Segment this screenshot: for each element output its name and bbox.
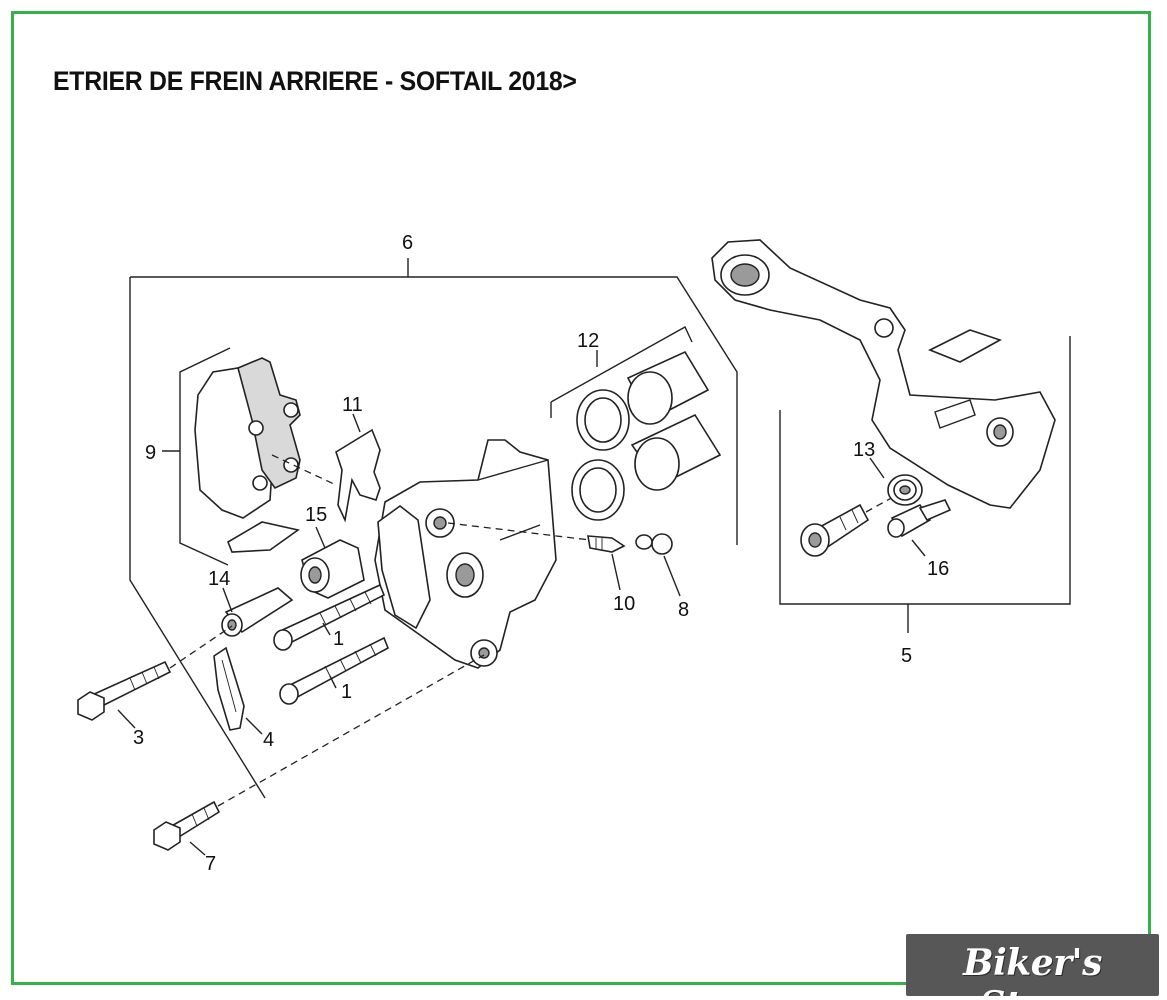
watermark-logo: Biker's Store xyxy=(906,934,1159,996)
callout-11: 11 xyxy=(342,394,363,416)
mounting-bolt-1b xyxy=(279,636,390,705)
bracket-group-5 xyxy=(779,336,1071,633)
callout-16: 16 xyxy=(927,558,949,580)
mounting-bolt-1a xyxy=(273,583,386,651)
bolt-3 xyxy=(77,660,172,721)
caution-label-4 xyxy=(213,646,245,731)
bolt-7 xyxy=(153,800,221,851)
bracket-group-12 xyxy=(550,326,693,418)
page-border xyxy=(11,11,1151,985)
bracket-group-6 xyxy=(129,258,738,799)
callout-9: 9 xyxy=(145,442,156,464)
caliper-body xyxy=(374,439,557,669)
callout-1a: 1 xyxy=(333,628,344,650)
callout-15: 15 xyxy=(305,504,327,526)
watermark-text: Biker's Store xyxy=(963,942,1102,996)
bracket-group-9 xyxy=(162,347,231,566)
callout-14: 14 xyxy=(208,568,230,590)
callout-5: 5 xyxy=(901,645,912,667)
page-title: ETRIER DE FREIN ARRIERE - SOFTAIL 2018> xyxy=(53,66,577,96)
callout-4: 4 xyxy=(263,729,274,751)
bleeder-valve-10 xyxy=(587,535,626,553)
pin-boot-13 xyxy=(887,474,923,506)
callout-6: 6 xyxy=(402,232,413,254)
callout-8: 8 xyxy=(678,599,689,621)
callout-12: 12 xyxy=(577,330,599,352)
leader-lines xyxy=(117,413,926,856)
bushing-15 xyxy=(300,539,365,599)
callout-3: 3 xyxy=(133,727,144,749)
bleeder-cap-8 xyxy=(635,533,673,555)
callout-7: 7 xyxy=(205,853,216,875)
guide-pin-16 xyxy=(887,499,952,538)
callout-13: 13 xyxy=(853,439,875,461)
piston-set-12 xyxy=(571,350,722,521)
callout-10: 10 xyxy=(613,593,635,615)
brake-pad-set xyxy=(194,357,301,553)
caliper-mount-bracket xyxy=(711,239,1056,509)
pad-clip-11 xyxy=(271,428,381,523)
pin-sleeve-14 xyxy=(221,587,294,637)
callout-1b: 1 xyxy=(341,681,352,703)
guide-pin xyxy=(800,503,870,557)
